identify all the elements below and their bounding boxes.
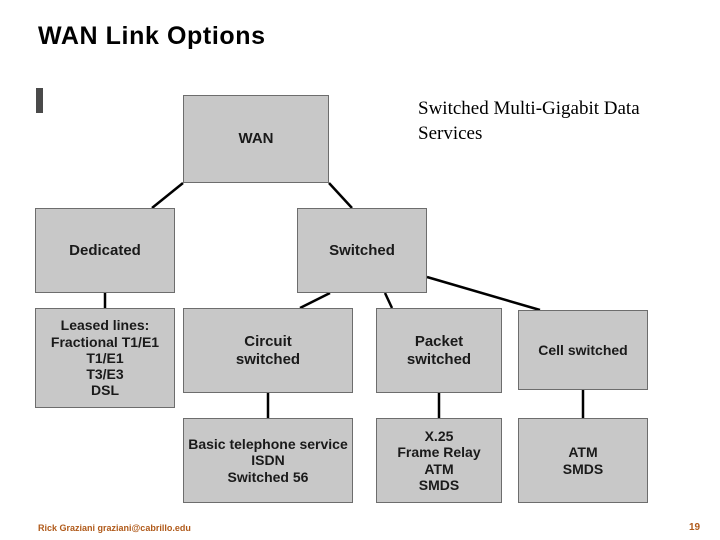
- diagram-node-switched: Switched: [297, 208, 427, 293]
- diagram-node-label: Cell switched: [538, 341, 628, 358]
- diagram-node-label: Switched: [329, 241, 395, 259]
- diagram-node-label: Leased lines: Fractional T1/E1 T1/E1 T3/…: [50, 317, 160, 399]
- diagram-node-packet: Packet switched: [376, 308, 502, 393]
- bullet-marker-icon: [36, 88, 43, 113]
- diagram-node-basic: Basic telephone service ISDN Switched 56: [183, 418, 353, 503]
- diagram-node-label: X.25 Frame Relay ATM SMDS: [397, 428, 481, 493]
- diagram-node-leased: Leased lines: Fractional T1/E1 T1/E1 T3/…: [35, 308, 175, 408]
- callout-text: Switched Multi-Gigabit Data Services: [418, 98, 640, 144]
- diagram-node-atm: ATM SMDS: [518, 418, 648, 503]
- diagram-node-label: Packet switched: [406, 333, 472, 368]
- diagram-node-label: Circuit switched: [235, 333, 301, 368]
- diagram-node-label: Basic telephone service ISDN Switched 56: [188, 436, 348, 485]
- footer-page-number: 19: [689, 522, 701, 533]
- diagram-node-label: WAN: [238, 130, 274, 148]
- footer-author: Rick Graziani graziani@cabrillo.edu: [38, 523, 191, 533]
- diagram-node-label: Dedicated: [69, 241, 141, 259]
- page-title: WAN Link Options: [38, 22, 266, 50]
- diagram-node-circuit: Circuit switched: [183, 308, 353, 393]
- diagram-node-label: ATM SMDS: [562, 444, 604, 477]
- diagram-node-x25: X.25 Frame Relay ATM SMDS: [376, 418, 502, 503]
- diagram-node-cell: Cell switched: [518, 310, 648, 390]
- diagram-node-dedicated: Dedicated: [35, 208, 175, 293]
- title-divider: [38, 66, 683, 67]
- diagram-node-wan: WAN: [183, 95, 329, 183]
